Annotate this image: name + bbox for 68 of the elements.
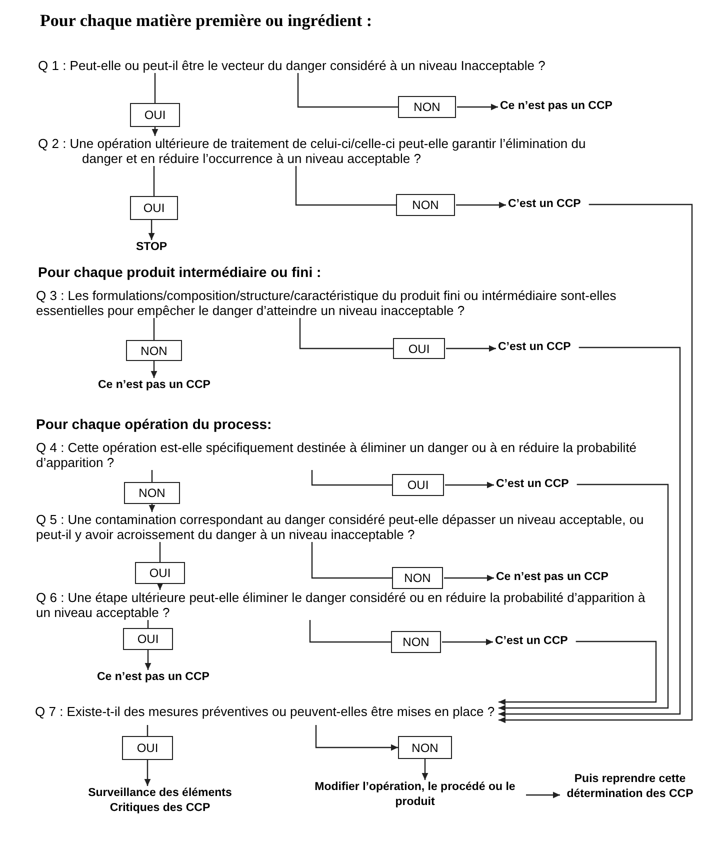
question-text: Q 2 : Une opération ultérieure de traitement de celui-ci/celle-ci peut-elle garantir l’élimination du danger et en réduire l’occurrence à un niveau acceptable ? — [38, 136, 598, 166]
connector-arrow — [498, 346, 681, 718]
connector-line — [146, 725, 148, 736]
answer-box: NON — [126, 340, 182, 361]
connector-line — [159, 542, 161, 562]
connector-line — [295, 166, 396, 206]
connector-arrow — [456, 202, 506, 208]
question-text: Q 3 : Les formulations/composition/structure/caractéristique du produit fini ou intérmédiaire sont-elles essentielles pour empêcher le danger d’atteindre un niveau inacceptable ? — [36, 288, 656, 318]
section-heading: Pour chaque produit intermédiaire ou fini : — [38, 263, 322, 282]
answer-box: OUI — [130, 103, 180, 127]
connector-arrow — [444, 574, 494, 582]
answer-box: OUI — [135, 562, 185, 584]
question-text: Q 1 : Peut-elle ou peut-il être le vecteur du danger considéré à un niveau Inacceptable ? — [38, 58, 578, 73]
connector-arrow — [498, 640, 657, 706]
result-text: C’est un CCP — [508, 197, 581, 212]
connector-line — [151, 470, 153, 482]
connector-arrow — [148, 220, 155, 240]
title: Pour chaque matière première ou ingrédient : — [40, 10, 372, 32]
connector-arrow — [315, 725, 398, 751]
result-text: Ce n’est pas un CCP — [500, 99, 612, 114]
answer-box: OUI — [393, 338, 445, 359]
connector-line — [309, 620, 391, 643]
connector-line — [153, 318, 155, 340]
question-text: Q 6 : Une étape ultérieure peut-elle éliminer le danger considéré ou en réduire la probabilité d’apparition à un niveau acceptable ? — [36, 590, 656, 620]
result-text: Ce n’est pas un CCP — [496, 570, 608, 585]
connector-arrow — [498, 204, 693, 724]
connector-arrow — [156, 583, 164, 590]
connector-line — [311, 542, 392, 579]
result-text: STOP — [136, 240, 168, 255]
question-text: Q 5 : Une contamination correspondant au danger considéré peut-elle dépasser un niveau acceptable, ou peut-il y avoir acroissement du danger à un niveau inacceptable ? — [36, 512, 656, 542]
connector-arrow — [144, 650, 152, 670]
answer-box: OUI — [392, 474, 444, 496]
answer-box: NON — [124, 482, 180, 504]
connector-arrow — [422, 759, 428, 780]
connector-line — [154, 73, 156, 103]
result-text: C’est un CCP — [496, 477, 569, 492]
answer-box: NON — [391, 631, 441, 653]
question-text: Q 4 : Cette opération est-elle spécifiquement destinée à éliminer un danger ou à en réduire la probabilité d’apparition ? — [36, 440, 656, 470]
connector-arrow — [498, 484, 669, 712]
result-text: Modifier l’opération, le procédé ou le produit — [305, 780, 525, 810]
connector-arrow — [144, 760, 151, 786]
connector-line — [311, 470, 392, 486]
result-text: Surveillance des éléments Critiques des CCP — [70, 786, 250, 816]
answer-box: OUI — [130, 196, 178, 220]
result-text: C’est un CCP — [498, 340, 571, 355]
question-text: Q 7 : Existe-t-il des mesures préventives ou peuvent-elles être mises en place ? — [35, 698, 499, 725]
connector-line — [299, 318, 393, 350]
answer-box: NON — [396, 194, 455, 216]
connector-arrow — [446, 345, 496, 352]
answer-box: NON — [398, 736, 452, 759]
result-text: Puis reprendre cette détermination des CCP — [562, 772, 698, 802]
answer-box: NON — [392, 567, 443, 589]
result-text: Ce n’est pas un CCP — [97, 670, 210, 685]
connector-arrow — [150, 361, 158, 378]
connector-line — [297, 73, 398, 108]
section-heading: Pour chaque opération du process: — [36, 415, 272, 434]
connector-arrow — [442, 638, 493, 646]
connector-arrow — [526, 792, 560, 798]
connector-line — [153, 166, 155, 196]
answer-box: NON — [398, 96, 456, 118]
connector-arrow — [457, 104, 498, 110]
connector-arrow — [445, 482, 494, 488]
answer-box: OUI — [123, 628, 173, 650]
result-text: C’est un CCP — [495, 634, 568, 649]
answer-box: OUI — [122, 736, 173, 760]
connector-arrow — [148, 504, 156, 512]
result-text: Ce n’est pas un CCP — [98, 378, 210, 393]
connector-arrow — [152, 127, 158, 136]
